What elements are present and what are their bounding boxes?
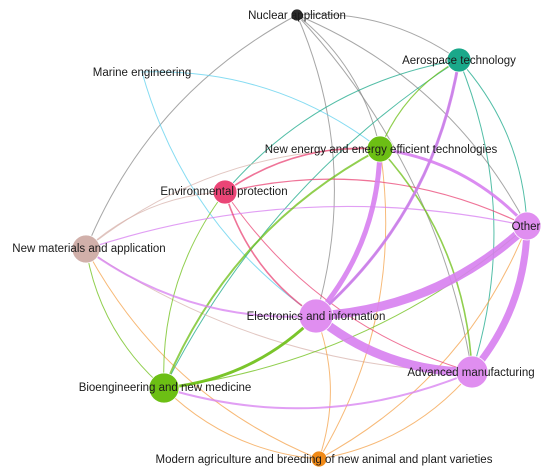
edge-nuclear-other (296, 14, 528, 227)
edge-materials-bio (85, 248, 165, 389)
node-nuclear (290, 8, 304, 22)
edge-energy-other (378, 147, 529, 228)
node-env (212, 179, 238, 205)
edge-agri-bio (163, 387, 320, 460)
node-other (512, 211, 542, 241)
node-label-adv: Advanced manufacturing (407, 367, 534, 379)
node-label-agri: Modern agriculture and breeding of new a… (156, 454, 493, 466)
edge-elec-other (311, 221, 532, 321)
edge-aero-other (458, 59, 528, 227)
node-adv (455, 355, 489, 389)
edge-nuclear-aero (296, 13, 460, 61)
edge-nuclear-materials (85, 14, 298, 250)
edge-materials-env (85, 191, 226, 250)
edge-aero-env (224, 59, 460, 193)
edge-aero-bio (163, 59, 460, 389)
edge-elec-energy (313, 146, 383, 319)
node-label-aero: Aerospace technology (402, 55, 516, 67)
edge-bio-energy (163, 148, 381, 389)
edge-elec-aero (315, 59, 460, 317)
node-label-bio: Bioengineering and new medicine (79, 382, 252, 394)
node-label-env: Environmental protection (160, 186, 287, 198)
edge-aero-adv (458, 59, 495, 373)
edge-agri-other (318, 225, 528, 460)
node-label-marine: Marine engineering (93, 67, 191, 79)
edge-env-adv (224, 191, 473, 373)
edge-bio-elec (162, 314, 318, 390)
node-label-elec: Electronics and information (247, 311, 386, 323)
edge-marine-elec (141, 71, 317, 317)
edge-nuclear-elec (296, 14, 335, 317)
edge-materials-other (85, 205, 528, 250)
node-energy (366, 135, 394, 163)
edge-energy-aero (379, 59, 460, 150)
edge-elec-adv (311, 311, 477, 377)
node-bio (148, 372, 180, 404)
edge-elec-aero (314, 58, 461, 318)
edges-layer (85, 13, 532, 460)
edge-materials-elec (85, 248, 317, 318)
edge-agri-elec (315, 315, 331, 460)
edge-energy-adv (379, 148, 473, 373)
node-aero (446, 47, 472, 73)
edge-marine-energy (141, 71, 381, 150)
edge-nuclear-energy (296, 14, 381, 150)
node-label-other: Other (512, 221, 541, 233)
node-label-energy: New energy and energy efficient technolo… (265, 144, 498, 156)
edge-materials-agri (85, 248, 320, 460)
edge-nuclear-adv (296, 14, 473, 373)
edge-env-energy (224, 147, 381, 193)
node-elec (298, 298, 334, 334)
edge-env-elec (224, 191, 317, 317)
node-label-nuclear: Nuclear application (248, 10, 346, 22)
node-label-materials: New materials and application (12, 243, 165, 255)
edge-bio-env (163, 191, 226, 389)
node-materials (71, 234, 101, 264)
nodes-layer (71, 8, 542, 468)
node-agri (310, 450, 328, 468)
edge-bio-adv (163, 371, 473, 410)
edge-adv-other (468, 222, 531, 376)
edge-agri-adv (318, 371, 473, 460)
